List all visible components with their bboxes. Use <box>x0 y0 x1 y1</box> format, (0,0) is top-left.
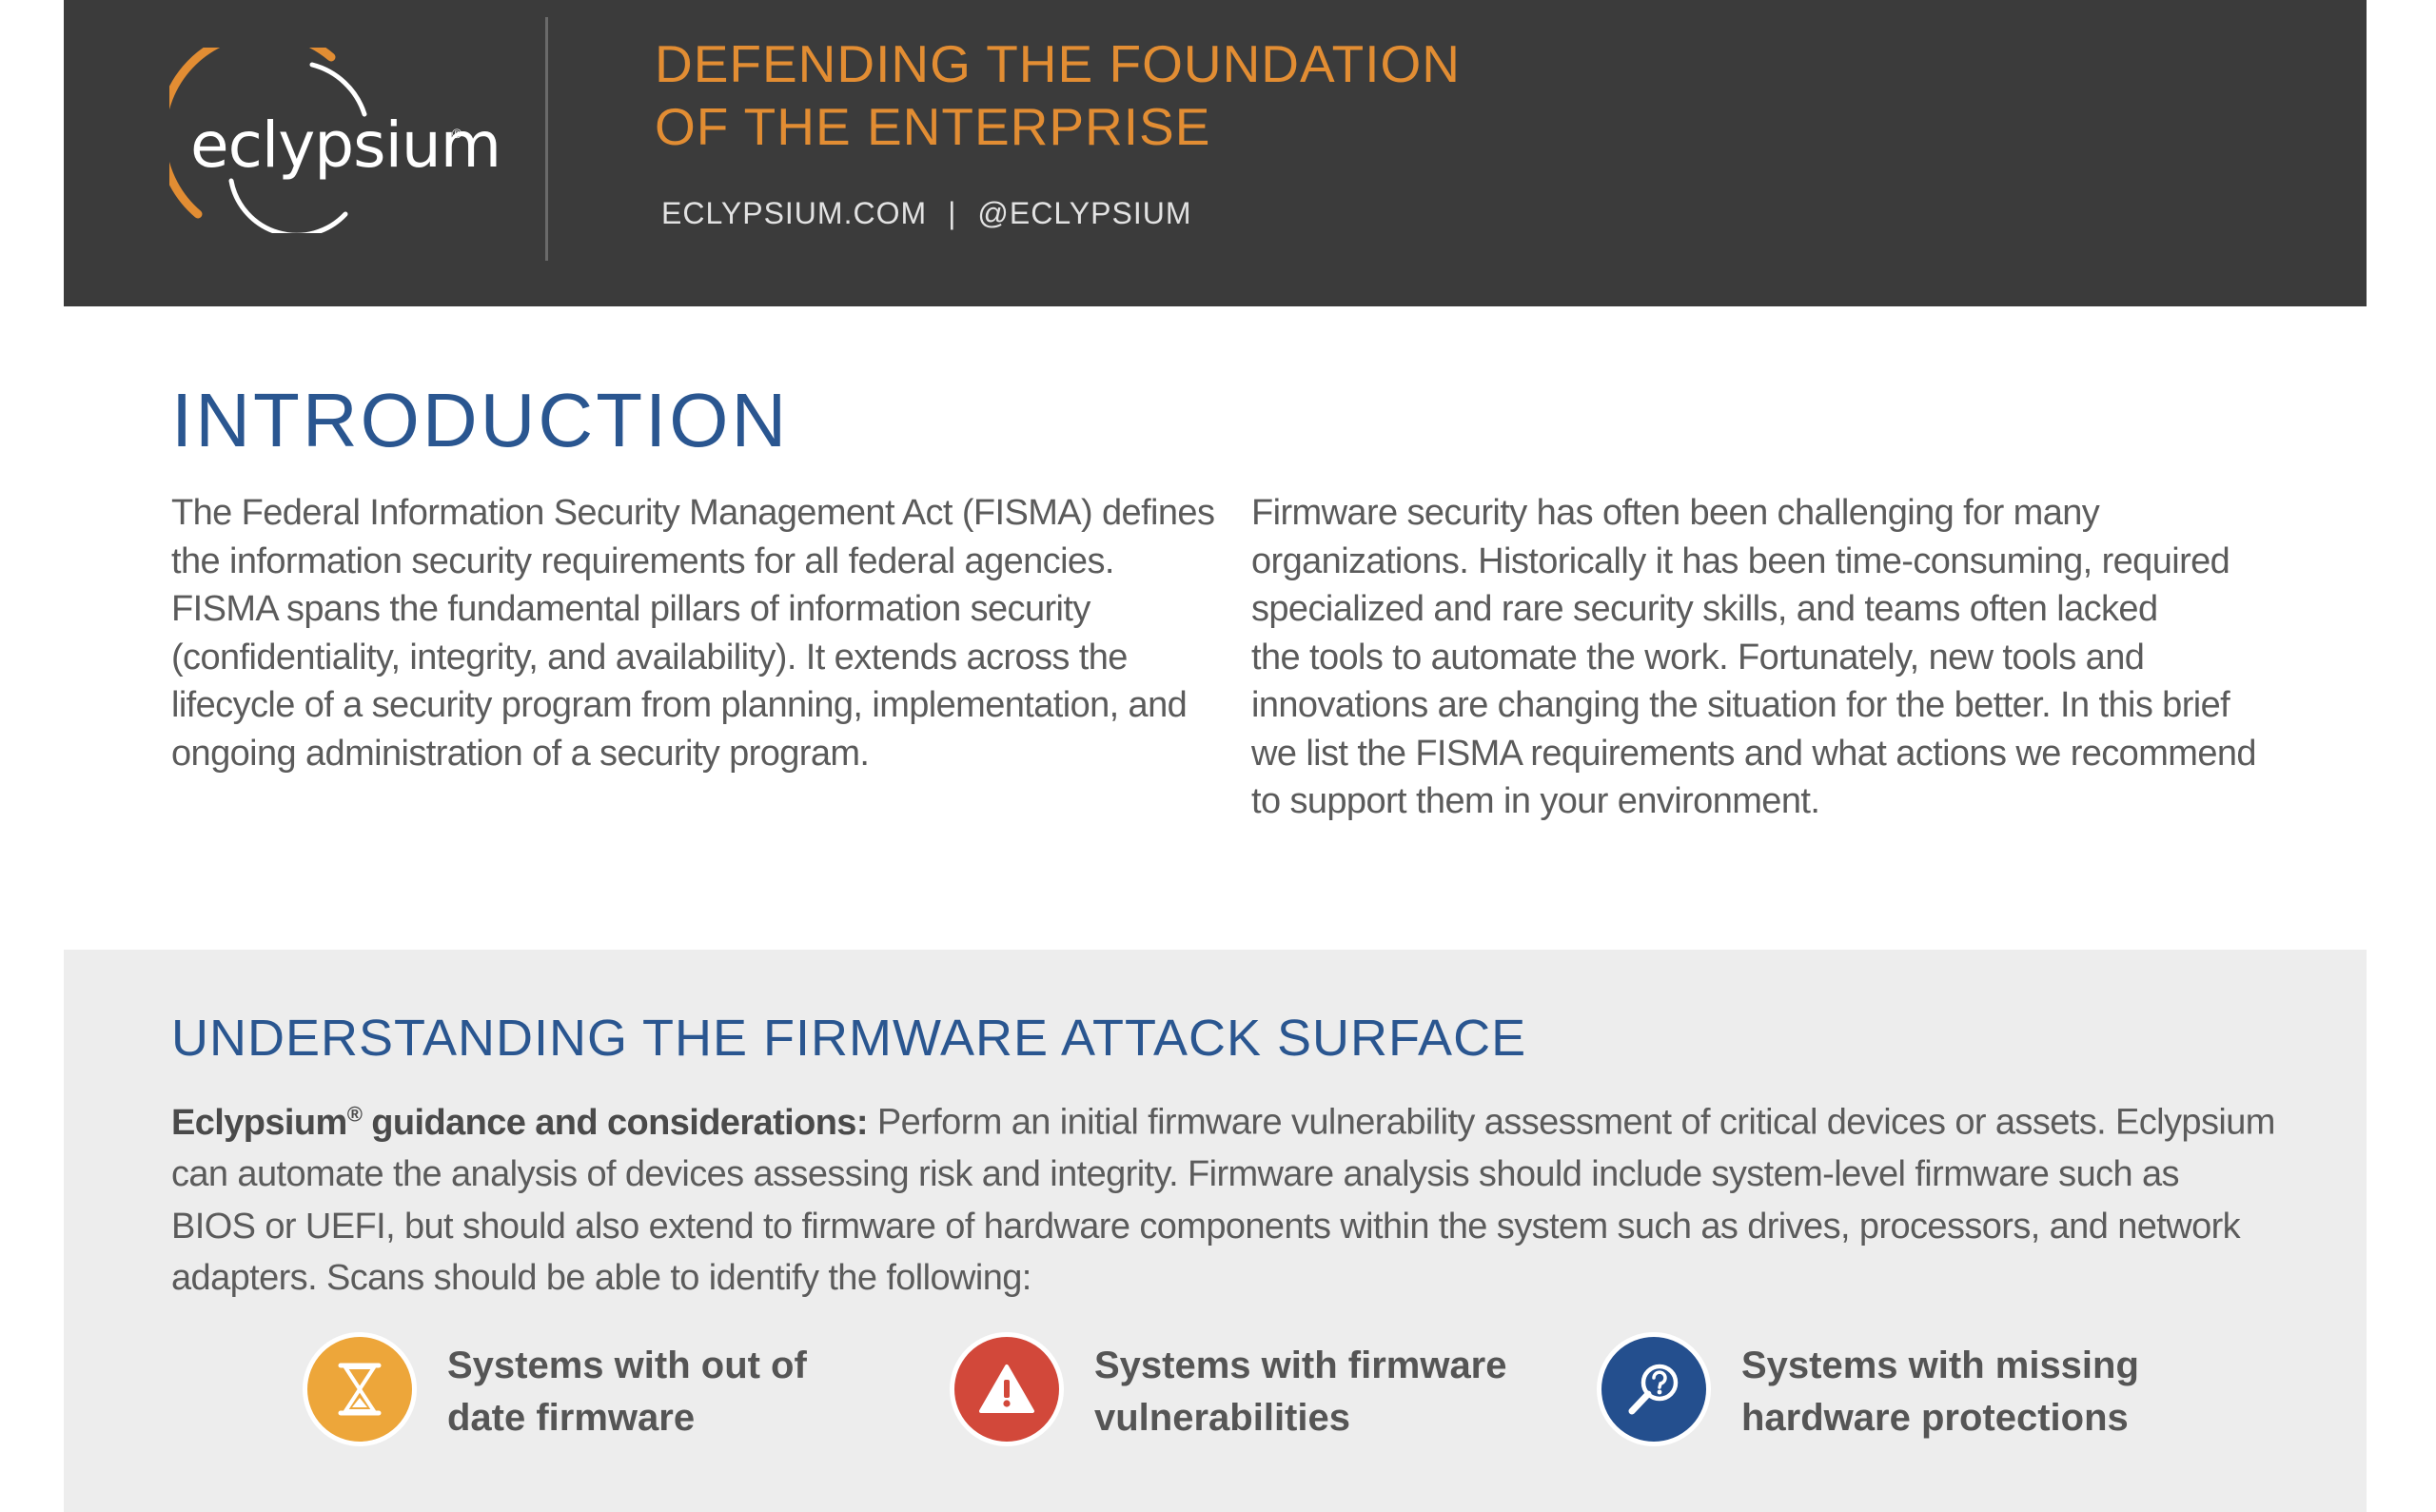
guidance-paragraph: Eclypsium® guidance and considerations: … <box>171 1089 2284 1305</box>
link-separator: | <box>948 196 957 230</box>
introduction-heading: INTRODUCTION <box>171 378 790 462</box>
attack-surface-heading: UNDERSTANDING THE FIRMWARE ATTACK SURFAC… <box>171 1010 1527 1067</box>
tagline-line-2: OF THE ENTERPRISE <box>655 97 1211 156</box>
guidance-brand: Eclypsium <box>171 1102 347 1143</box>
intro-right-line: specialized and rare security skills, an… <box>1251 589 2158 629</box>
magnifier-question-icon <box>1597 1332 1711 1446</box>
warning-icon <box>950 1332 1064 1446</box>
header-banner <box>64 0 2367 306</box>
intro-left-line: The Federal Information Security Managem… <box>171 493 1215 533</box>
intro-left-line: lifecycle of a security program from pla… <box>171 685 1188 725</box>
intro-left-line: the information security requirements fo… <box>171 540 1114 581</box>
guidance-line: BIOS or UEFI, but should also extend to … <box>171 1206 2241 1247</box>
guidance-label-rest: guidance and considerations: <box>362 1102 868 1143</box>
intro-right-line: Firmware security has often been challen… <box>1251 493 2100 533</box>
tagline: DEFENDING THE FOUNDATION OF THE ENTERPRI… <box>655 32 1461 158</box>
intro-left-line: ongoing administration of a security pro… <box>171 733 870 774</box>
logo-arcs-icon <box>169 48 367 233</box>
guidance-line: can automate the analysis of devices ass… <box>171 1154 2180 1195</box>
introduction-left-column: The Federal Information Security Managem… <box>171 489 1215 777</box>
feature-label: Systems with missing hardware protection… <box>1741 1340 2139 1444</box>
intro-right-line: innovations are changing the situation f… <box>1251 685 2230 725</box>
intro-right-line: we list the FISMA requirements and what … <box>1251 733 2257 774</box>
attack-surface-panel <box>64 950 2367 1512</box>
logo-registered-mark: ® <box>452 126 462 141</box>
guidance-line: Eclypsium® guidance and considerations: … <box>171 1089 2284 1149</box>
feature-label-line: Systems with out of <box>447 1345 807 1386</box>
feature-label-line: hardware protections <box>1741 1397 2129 1439</box>
feature-label: Systems with out of date firmware <box>447 1340 807 1444</box>
guidance-label: Eclypsium® guidance and considerations: <box>171 1102 868 1143</box>
header-links: ECLYPSIUM.COM | @ECLYPSIUM <box>661 196 1191 231</box>
intro-right-line: the tools to automate the work. Fortunat… <box>1251 637 2145 677</box>
intro-left-line: FISMA spans the fundamental pillars of i… <box>171 589 1090 629</box>
header-divider <box>545 17 548 261</box>
guidance-line-1-text: Perform an initial firmware vulnerabilit… <box>867 1102 2276 1143</box>
feature-label: Systems with firmware vulnerabilities <box>1094 1340 1507 1444</box>
intro-right-line: organizations. Historically it has been … <box>1251 540 2230 581</box>
feature-label-line: date firmware <box>447 1397 696 1439</box>
website-link[interactable]: ECLYPSIUM.COM <box>661 196 928 230</box>
intro-left-line: (confidentiality, integrity, and availab… <box>171 637 1128 677</box>
tagline-line-1: DEFENDING THE FOUNDATION <box>655 34 1461 93</box>
eclypsium-logo: eclypsium ® <box>169 48 501 233</box>
feature-label-line: vulnerabilities <box>1094 1397 1350 1439</box>
feature-label-line: Systems with missing <box>1741 1345 2139 1386</box>
social-handle-link[interactable]: @ECLYPSIUM <box>977 196 1192 230</box>
hourglass-icon <box>303 1332 417 1446</box>
logo-wordmark: eclypsium <box>190 108 501 182</box>
guidance-registered-mark: ® <box>346 1102 363 1126</box>
feature-label-line: Systems with firmware <box>1094 1345 1507 1386</box>
intro-right-line: to support them in your environment. <box>1251 781 1820 821</box>
introduction-right-column: Firmware security has often been challen… <box>1251 489 2260 826</box>
guidance-line: adapters. Scans should be able to identi… <box>171 1258 1031 1299</box>
